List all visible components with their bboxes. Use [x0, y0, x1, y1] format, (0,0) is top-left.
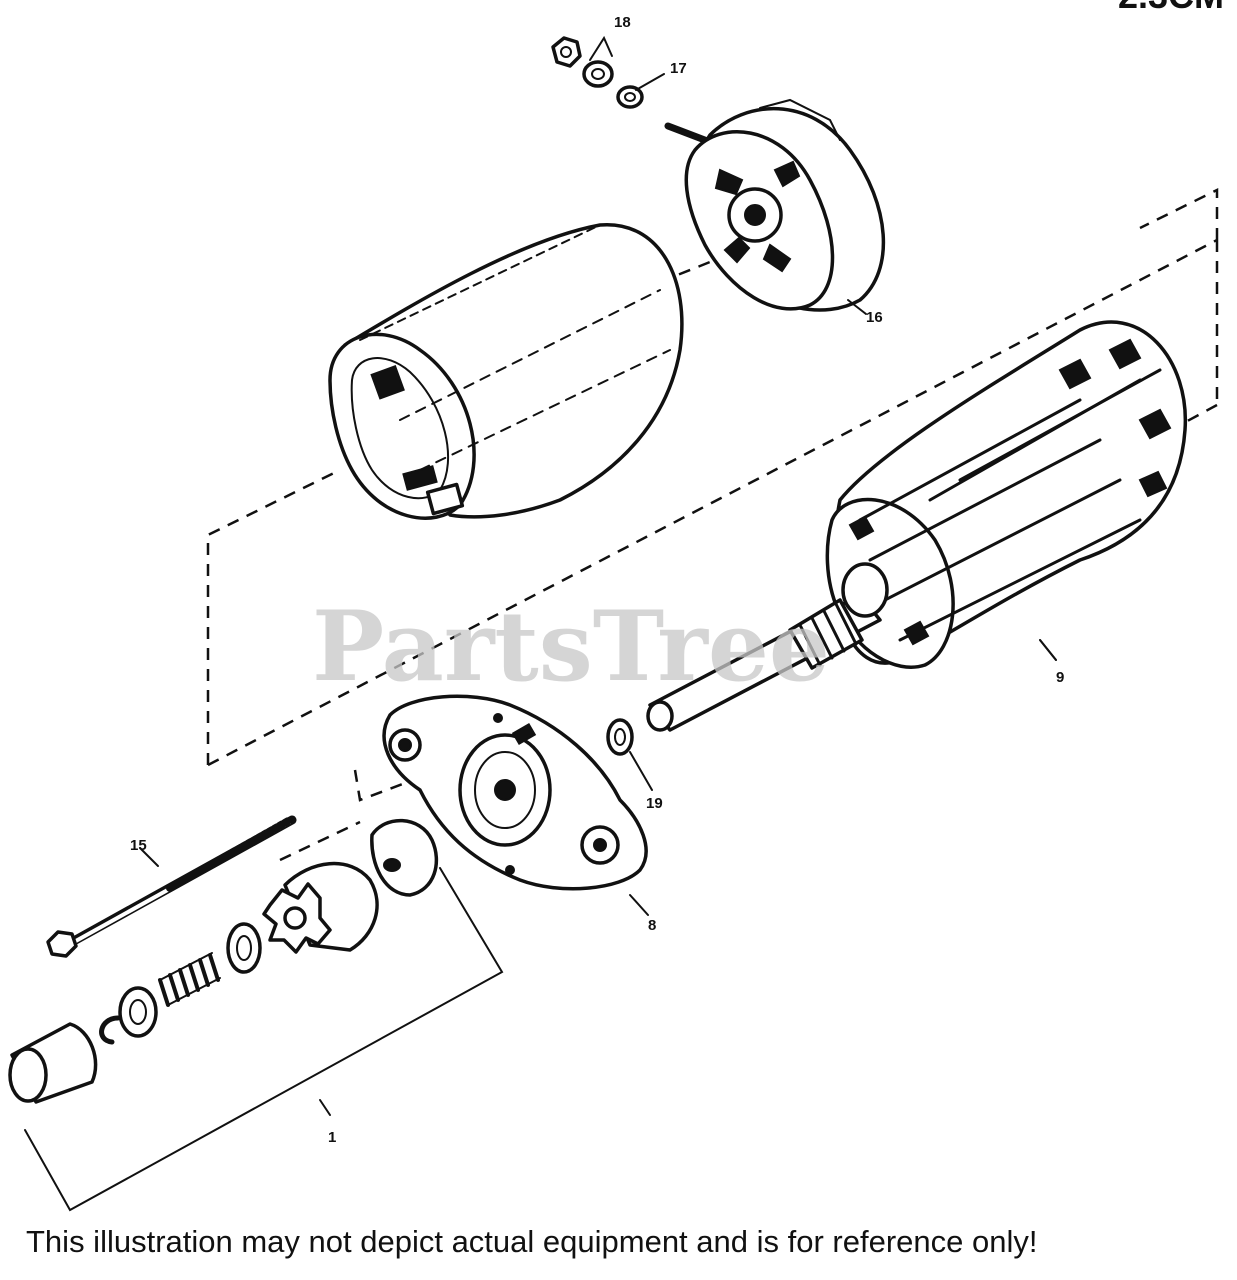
callout-8: 8 [648, 917, 656, 934]
callout-17: 17 [670, 60, 687, 77]
corner-mark: 2.3CM [1118, 0, 1224, 16]
watermark: PartsTree [312, 590, 830, 703]
callout-9: 9 [1056, 669, 1064, 686]
callout-1: 1 [328, 1129, 336, 1146]
callout-18: 18 [614, 14, 631, 31]
part-8-drive-end-bracket [382, 694, 649, 916]
callout-19: 19 [646, 795, 663, 812]
part-17-washer [616, 73, 665, 109]
callout-leaders [1039, 639, 1057, 661]
part-15-through-bolt [46, 815, 297, 958]
part-1-drive-kit [8, 818, 504, 1212]
part-9-armature [646, 320, 1188, 732]
callout-15: 15 [130, 837, 147, 854]
part-18-nut-washer [551, 35, 614, 88]
part-16-end-cap [664, 98, 886, 315]
motor-frame-housing [328, 223, 684, 520]
callout-16: 16 [866, 309, 883, 326]
reference-disclaimer: This illustration may not depict actual … [26, 1224, 1038, 1259]
part-19-thrust-washer [606, 718, 653, 791]
